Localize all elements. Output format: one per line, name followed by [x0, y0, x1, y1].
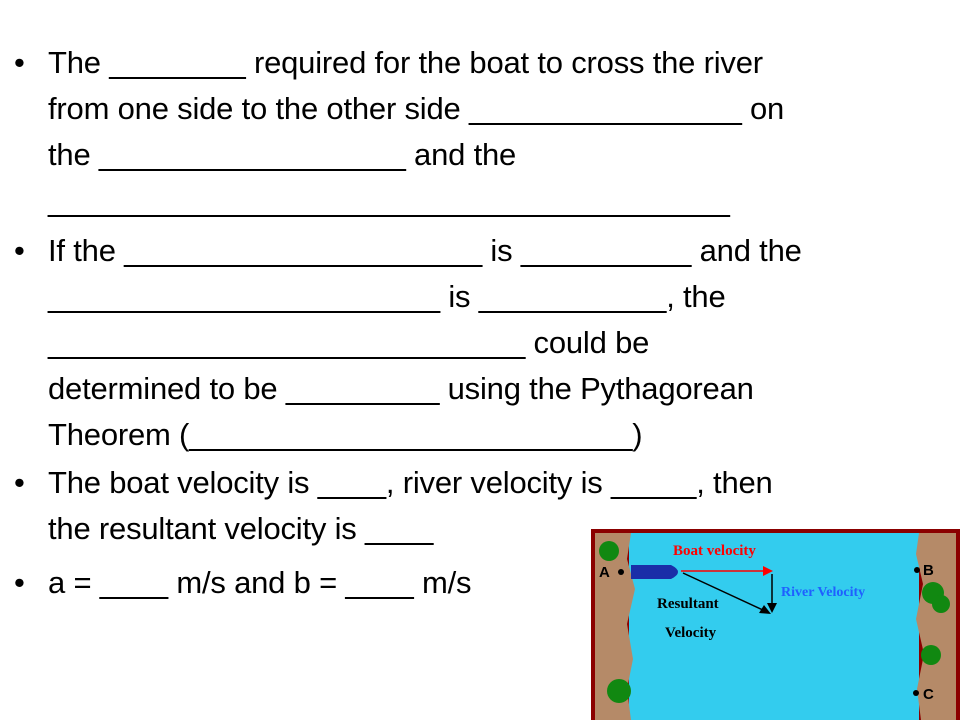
river-velocity-arrowhead [767, 603, 777, 613]
bullet-dot: • [14, 565, 25, 600]
point-c-label: C [923, 686, 934, 703]
bullet-text-line: The ________ required for the boat to cr… [48, 45, 763, 80]
bullet-dot: • [14, 233, 25, 268]
boat-velocity-arrowhead [763, 566, 773, 576]
resultant-velocity-arrow [682, 572, 766, 612]
left-bank [595, 533, 635, 720]
bullet-text-line: determined to be _________ using the Pyt… [48, 371, 754, 406]
boat-velocity-label: Boat velocity [673, 543, 756, 559]
resultant-label-line1: Resultant [657, 596, 719, 612]
bullet-text-line: Theorem (__________________________) [48, 417, 643, 452]
boat-icon [631, 565, 678, 579]
bullet-text-line: a = ____ m/s and b = ____ m/s [48, 565, 472, 600]
bullet-text-line: _______________________ is ___________, … [48, 279, 726, 314]
point-b-dot [914, 567, 920, 573]
point-c-dot [913, 690, 919, 696]
right-bank [916, 533, 956, 720]
bullet-text-line: the resultant velocity is ____ [48, 511, 434, 546]
bullet-text-line: The boat velocity is ____, river velocit… [48, 465, 773, 500]
tree-icon [607, 679, 631, 703]
point-a-label: A [599, 564, 610, 581]
tree-icon [921, 645, 941, 665]
tree-icon [599, 541, 619, 561]
bullet-text-line: ________________________________________ [48, 183, 730, 218]
bullet-dot: • [14, 45, 25, 80]
river-boat-diagram: A B C Boat velocity River Velocity Resul… [591, 529, 960, 720]
point-a-dot [618, 569, 624, 575]
bullet-text-line: the __________________ and the [48, 137, 517, 172]
bullet-dot: • [14, 465, 25, 500]
resultant-label-line2: Velocity [665, 625, 717, 641]
resultant-velocity-arrowhead [759, 605, 771, 614]
river-water [629, 533, 919, 720]
bullet-text-line: from one side to the other side ________… [48, 91, 785, 126]
bullet-text-line: If the _____________________ is ________… [48, 233, 802, 268]
tree-icon [932, 595, 950, 613]
bullet-text-line: ____________________________ could be [48, 325, 650, 360]
point-b-label: B [923, 562, 934, 579]
river-boat-svg: A B C Boat velocity River Velocity Resul… [591, 529, 960, 720]
river-velocity-label: River Velocity [781, 585, 865, 600]
